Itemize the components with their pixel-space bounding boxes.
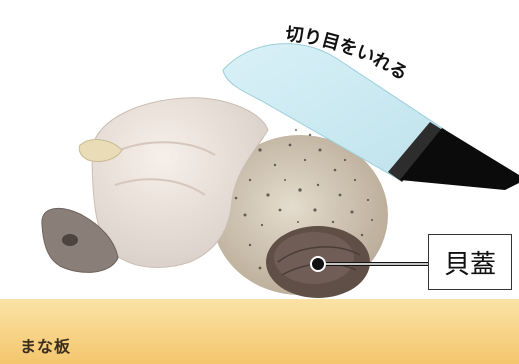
cutting-board [0,299,519,364]
callout-label: 貝蓋 [444,244,496,281]
callout-dot-icon [311,257,325,271]
callout-label-box: 貝蓋 [428,234,512,290]
cutting-board-label: まな板 [20,333,71,357]
